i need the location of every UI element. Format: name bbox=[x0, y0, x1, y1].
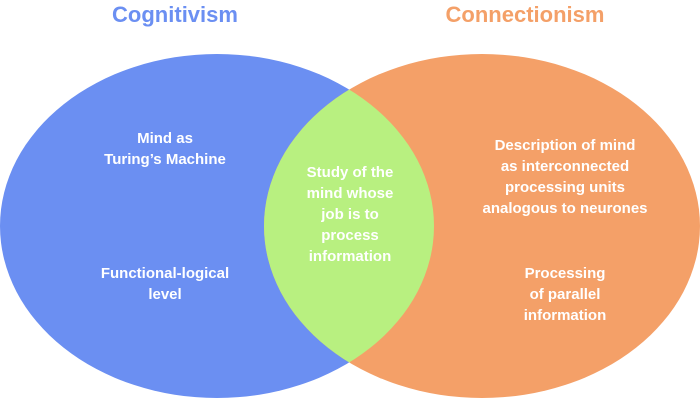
label-line: Mind as bbox=[137, 130, 193, 147]
label-line: process bbox=[321, 227, 379, 244]
label-line: job is to bbox=[321, 206, 379, 223]
label-line: analogous to neurones bbox=[482, 200, 648, 217]
label-line: Study of the bbox=[306, 164, 394, 181]
label-line: Description of mind bbox=[494, 137, 636, 154]
connectionism-top-label: Description of mind as interconnected pr… bbox=[450, 135, 680, 219]
label-line: level bbox=[148, 286, 182, 303]
label-line: mind whose bbox=[306, 185, 394, 202]
cognitivism-top-label: Mind as Turing’s Machine bbox=[70, 128, 260, 170]
connectionism-bottom-label: Processing of parallel information bbox=[450, 263, 680, 326]
label-line: of parallel bbox=[529, 286, 601, 303]
connectionism-title: Connectionism bbox=[445, 2, 605, 27]
overlap-region bbox=[264, 54, 434, 398]
label-line: Functional-logical bbox=[100, 265, 230, 282]
label-line: information bbox=[523, 307, 607, 324]
cognitivism-bottom-label: Functional-logical level bbox=[70, 263, 260, 305]
cognitivism-title: Cognitivism bbox=[112, 2, 238, 27]
label-line: Processing bbox=[524, 265, 606, 282]
overlap-label: Study of the mind whose job is to proces… bbox=[270, 162, 430, 267]
label-line: Turing’s Machine bbox=[104, 151, 226, 168]
label-line: information bbox=[308, 248, 392, 265]
label-line: as interconnected bbox=[500, 158, 630, 175]
label-line: processing units bbox=[504, 179, 626, 196]
